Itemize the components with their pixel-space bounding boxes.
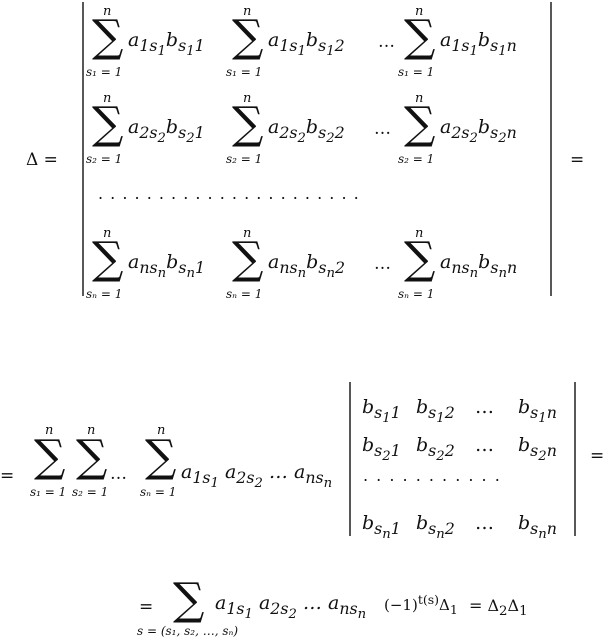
eq3-lead-equals: = [139, 597, 154, 617]
eq1-term: a2s2bs21 [128, 116, 205, 146]
eq1-dot-row: . . . . . . . . . . . . . . . . . . . . … [98, 184, 360, 203]
eq1-sum-sigma: ∑ [92, 11, 124, 62]
eq2-matrix-entry: bs2n [518, 434, 557, 464]
eq2-matrix-entry: bsn2 [416, 512, 455, 542]
eq2-sum2-sigma: ∑ [76, 431, 108, 482]
eq1-sum-sigma: ∑ [232, 98, 264, 149]
eq1-term: ansnbsn2 [268, 251, 346, 281]
eq2-sum1-sigma: ∑ [34, 431, 66, 482]
eq1-sum-sigma: ∑ [404, 98, 436, 149]
eq1-sum-bottom: sₙ = 1 [86, 287, 123, 301]
delta-lhs: Δ = [26, 150, 58, 170]
eq2-matrix-entry: bs12 [416, 396, 455, 426]
eq1-sum-bottom: sₙ = 1 [398, 287, 435, 301]
eq2-matrix-entry: bs22 [416, 434, 455, 464]
eq2-matrix-ellipsis: … [475, 434, 494, 456]
eq1-term: a1s1bs1n [440, 29, 517, 59]
eq1-sum-top: n [243, 226, 252, 241]
eq3-sum-sigma: ∑ [173, 574, 205, 625]
eq1-sum-bottom: s₂ = 1 [86, 152, 123, 166]
eq1-sum-sigma: ∑ [232, 233, 264, 284]
eq3-sum-bottom: s = (s₁, s₂, …, sₙ) [137, 624, 239, 638]
eq1-ellipsis: … [374, 254, 391, 274]
eq1-term: a2s2bs22 [268, 116, 345, 146]
eq2-matrix-entry: bsn1 [362, 512, 401, 542]
eq2-sum1-bottom: s₁ = 1 [30, 485, 67, 499]
eq1-sum-bottom: s₁ = 1 [226, 65, 263, 79]
eq1-ellipsis: … [374, 119, 391, 139]
eq3-coefficient-product: a1s1 a2s2 … ansn [215, 592, 367, 622]
eq1-term: a1s1bs12 [268, 29, 345, 59]
eq1-term: a2s2bs2n [440, 116, 517, 146]
eq1-sum-top: n [243, 4, 252, 19]
eq2-sum-dots: … [110, 464, 127, 484]
eq1-sum-top: n [103, 226, 112, 241]
eq1-sum-top: n [415, 91, 424, 106]
eq2-sum3-top: n [157, 423, 166, 438]
eq1-sum-top: n [243, 91, 252, 106]
eq2-lead-equals: = [0, 466, 15, 486]
eq1-sum-sigma: ∑ [92, 98, 124, 149]
eq1-sum-bottom: s₁ = 1 [86, 65, 123, 79]
eq1-sum-bottom: s₁ = 1 [398, 65, 435, 79]
eq3-sign-factor: (−1)t(s)Δ1 [384, 592, 458, 617]
eq1-sum-top: n [103, 91, 112, 106]
eq2-sum1-top: n [45, 423, 54, 438]
eq2-sum2-bottom: s₂ = 1 [72, 485, 109, 499]
eq1-sum-sigma: ∑ [92, 233, 124, 284]
eq1-sum-bottom: s₂ = 1 [226, 152, 263, 166]
eq2-coefficient-product: a1s1 a2s2 … ansn [181, 461, 333, 491]
eq2-matrix-ellipsis: … [475, 396, 494, 418]
eq2-sum3-bottom: sₙ = 1 [140, 485, 177, 499]
eq2-sum3-sigma: ∑ [145, 431, 177, 482]
eq1-term: ansnbsnn [440, 251, 518, 281]
eq1-sum-bottom: s₂ = 1 [398, 152, 435, 166]
eq2-dot-row: . . . . . . . . . . . [363, 466, 502, 485]
eq2-sum2-top: n [87, 423, 96, 438]
eq1-sum-bottom: sₙ = 1 [226, 287, 263, 301]
eq1-sum-sigma: ∑ [404, 233, 436, 284]
eq1-rhs-equals: = [570, 150, 585, 170]
eq1-term: a1s1bs11 [128, 29, 205, 59]
eq1-sum-sigma: ∑ [232, 11, 264, 62]
eq2-matrix-entry: bs11 [362, 396, 401, 426]
eq1-sum-top: n [415, 4, 424, 19]
eq1-sum-top: n [415, 226, 424, 241]
eq2-matrix-entry: bs1n [518, 396, 557, 426]
eq2-matrix-ellipsis: … [475, 512, 494, 534]
eq1-sum-sigma: ∑ [404, 11, 436, 62]
eq2-matrix-entry: bsnn [518, 512, 557, 542]
eq1-sum-top: n [103, 4, 112, 19]
eq2-trail-equals: = [590, 446, 605, 466]
eq1-term: ansnbsn1 [128, 251, 206, 281]
eq3-result: = Δ2Δ1 [469, 596, 528, 620]
eq1-ellipsis: … [378, 32, 395, 52]
eq2-matrix-entry: bs21 [362, 434, 401, 464]
